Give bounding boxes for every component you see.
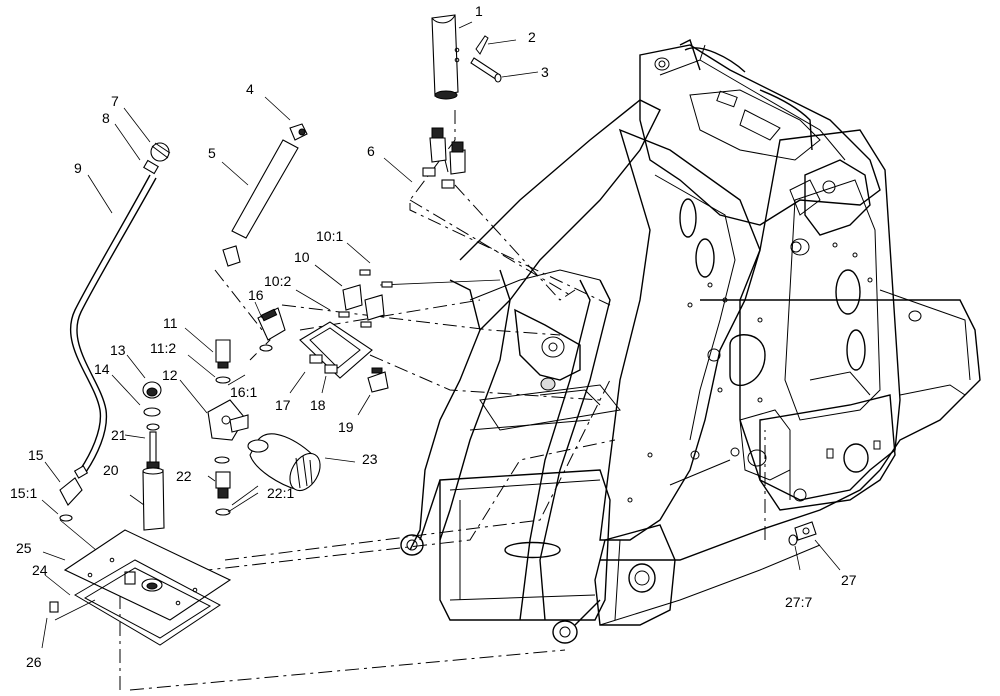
machine-frame xyxy=(400,39,981,644)
callout-23: 23 xyxy=(362,451,378,467)
part-9-tube xyxy=(69,174,157,473)
callout-8: 8 xyxy=(102,110,110,126)
callout-12: 12 xyxy=(162,367,178,383)
part-17-bracket xyxy=(299,321,373,379)
callout-6: 6 xyxy=(367,143,375,159)
callout-16-1: 16:1 xyxy=(230,384,257,400)
part-21-screen xyxy=(146,431,160,469)
callout-14: 14 xyxy=(94,361,110,377)
callout-1: 1 xyxy=(475,3,483,19)
callout-21: 21 xyxy=(111,427,127,443)
routing-lines xyxy=(54,110,766,691)
part-24-gasket xyxy=(74,559,221,646)
part-3-pin xyxy=(470,57,502,83)
callout-19: 19 xyxy=(338,419,354,435)
callout-18: 18 xyxy=(310,397,326,413)
part-25-plate xyxy=(63,529,232,621)
callout-4: 4 xyxy=(246,81,254,97)
callout-13: 13 xyxy=(110,342,126,358)
callout-15: 15 xyxy=(28,447,44,463)
part-12-manifold xyxy=(207,399,249,441)
callout-10-1: 10:1 xyxy=(316,228,343,244)
part-2-clip xyxy=(475,35,489,55)
part-15-elbow xyxy=(59,465,89,522)
callout-26: 26 xyxy=(26,654,42,670)
callout-2: 2 xyxy=(528,29,536,45)
part-11-fitting xyxy=(215,339,231,384)
part-7-cap xyxy=(150,142,171,162)
part-19-elbow xyxy=(367,367,389,393)
callout-24: 24 xyxy=(32,562,48,578)
callout-10-2: 10:2 xyxy=(264,273,291,289)
part-26-screw xyxy=(49,601,59,613)
part-1-sleeve xyxy=(431,14,460,100)
callout-7: 7 xyxy=(111,93,119,109)
callout-25: 25 xyxy=(16,540,32,556)
callout-leaders xyxy=(41,21,841,649)
callout-20: 20 xyxy=(103,462,119,478)
callout-16: 16 xyxy=(248,287,264,303)
callout-22: 22 xyxy=(176,468,192,484)
callout-10: 10 xyxy=(294,249,310,265)
callout-3: 3 xyxy=(541,64,549,80)
callout-5: 5 xyxy=(208,145,216,161)
part-10-fittings xyxy=(338,269,393,328)
callout-27: 27 xyxy=(841,572,857,588)
part-5-hose xyxy=(222,139,299,267)
callout-22-1: 22:1 xyxy=(267,485,294,501)
callout-labels: 1 2 3 4 5 6 7 8 9 10:1 10 10:2 11 11:2 1… xyxy=(10,3,857,670)
part-8-clamp xyxy=(143,159,159,175)
callout-11: 11 xyxy=(163,315,178,331)
callout-17: 17 xyxy=(275,397,291,413)
part-4-fitting xyxy=(289,123,308,141)
callout-9: 9 xyxy=(74,160,82,176)
part-6-fittings xyxy=(422,127,466,189)
callout-15-1: 15:1 xyxy=(10,485,37,501)
part-23-filter xyxy=(247,433,321,492)
part-20-filter-tube xyxy=(142,467,165,531)
part-22-fitting xyxy=(214,456,231,516)
part-14-ring xyxy=(143,407,161,431)
part-27-plug xyxy=(788,521,817,546)
callout-11-2: 11:2 xyxy=(150,340,176,356)
part-13-cap xyxy=(142,381,162,399)
part-16-fittings xyxy=(257,307,286,352)
callout-27-7: 27:7 xyxy=(785,594,812,610)
